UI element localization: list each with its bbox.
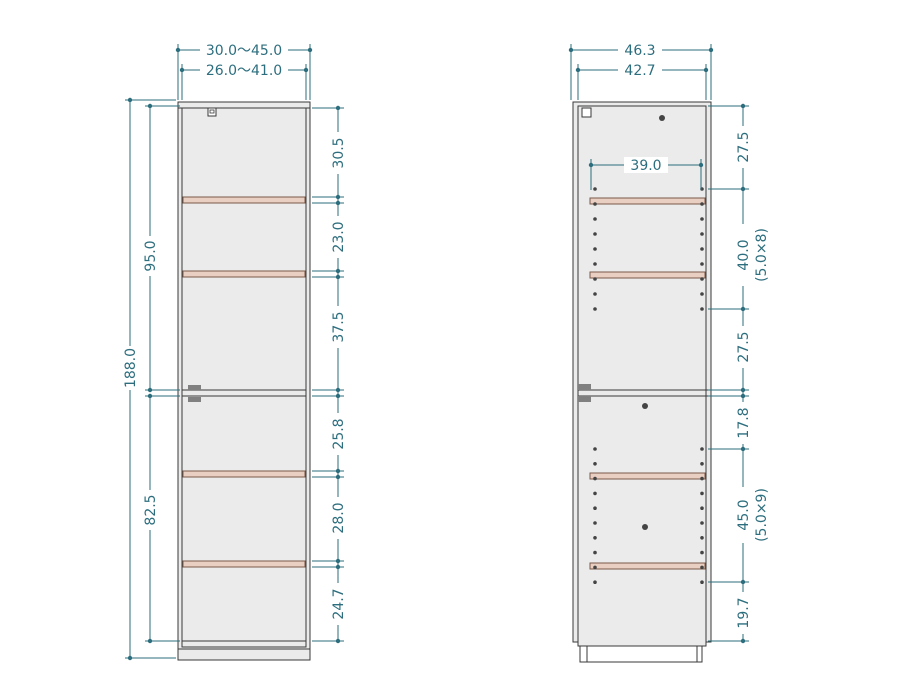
shelf-pin-hole: [593, 536, 597, 540]
front-fixed-middle-shelf: [181, 389, 307, 397]
shelf-pin-hole: [593, 307, 597, 311]
side-vertical-dimensions: 27.5 40.0 (5.0×8) 27.5 17.8 45.0 (5.0×9)…: [708, 103, 770, 644]
side-lower-top-label: 17.8: [736, 407, 752, 438]
side-hinge-lower: [578, 396, 591, 402]
shelf-pin-hole: [593, 476, 597, 481]
front-compartment-5-label: 28.0: [331, 502, 347, 533]
shelf-pin-hole: [593, 292, 597, 296]
front-hinge-lower: [188, 397, 201, 402]
side-lower-bottom-label: 19.7: [736, 597, 752, 628]
front-top-connector-inner: [209, 109, 215, 114]
side-view: 46.3 42.7 39.0: [568, 42, 770, 663]
side-upper-top-label: 27.5: [736, 131, 752, 162]
side-lower-adjust-label: 45.0: [736, 499, 752, 530]
shelf-pin-hole: [700, 536, 704, 540]
front-top-connector: [207, 107, 217, 117]
side-inner-depth-dimension: 42.7: [575, 62, 709, 100]
shelf-pin-hole: [593, 521, 597, 525]
shelf-pin-hole: [593, 491, 597, 496]
shelf-pin-hole: [700, 506, 704, 511]
shelf-pin-hole: [700, 521, 704, 525]
shelf-pin-hole: [593, 550, 597, 555]
side-cam-dot-1: [659, 115, 665, 121]
shelf-pin-hole: [700, 476, 704, 481]
front-compartment-dimensions: 30.5 23.0 37.5 25.8 28.0 24.7: [312, 105, 348, 644]
front-hinge-upper: [188, 385, 201, 390]
front-compartment-2-label: 23.0: [331, 221, 347, 252]
side-pin-span-label: 39.0: [630, 158, 661, 174]
shelf-pin-hole: [700, 580, 704, 584]
shelf-pin-hole: [700, 462, 704, 466]
side-shelf-4: [589, 562, 706, 570]
side-base-plinth: [579, 645, 703, 663]
shelf-pin-hole: [593, 506, 597, 511]
side-outer-depth-dimension: 46.3: [568, 42, 714, 100]
side-cam-dot-2: [642, 403, 648, 409]
side-outer-depth-label: 46.3: [624, 43, 655, 59]
side-shelf-3: [589, 472, 706, 480]
shelf-pin-hole: [593, 247, 597, 251]
front-base-board: [181, 640, 307, 648]
front-shelf-3: [182, 470, 306, 478]
side-shelf-2: [589, 271, 706, 279]
side-shelf-1: [589, 197, 706, 205]
shelf-pin-hole: [593, 462, 597, 466]
side-hinge-upper: [578, 384, 591, 390]
shelf-pin-hole: [700, 202, 704, 206]
shelf-pin-hole: [593, 202, 597, 206]
shelf-pin-hole: [700, 277, 704, 281]
front-compartment-4-label: 25.8: [331, 418, 347, 449]
shelf-pin-hole: [700, 217, 704, 221]
front-inner-width-label: 26.0～41.0: [206, 63, 282, 79]
shelf-pin-hole: [593, 565, 597, 570]
front-outer-width-label: 30.0～45.0: [206, 43, 282, 59]
front-compartment-6-label: 24.7: [331, 588, 347, 619]
front-shelf-2: [182, 270, 306, 278]
side-shelf-pin-holes: [593, 187, 704, 584]
side-pin-span-dimension: 39.0: [588, 157, 704, 190]
shelf-pin-hole: [700, 292, 704, 296]
side-cam-dot-3: [642, 524, 648, 530]
front-inner-width-dimension: 26.0～41.0: [179, 62, 309, 100]
side-cabinet-interior: [577, 105, 707, 647]
shelf-pin-hole: [700, 247, 704, 251]
front-lower-height-label: 82.5: [143, 494, 159, 525]
shelf-pin-hole: [593, 217, 597, 221]
shelf-pin-hole: [593, 187, 597, 191]
front-upper-height-dimension: 95.0: [140, 103, 180, 393]
side-lower-adjust-note: (5.0×9): [754, 488, 770, 542]
shelf-pin-hole: [700, 262, 704, 266]
shelf-pin-hole: [593, 232, 597, 236]
front-view: 30.0～45.0 26.0～41.0 188.0: [120, 42, 348, 661]
shelf-pin-hole: [700, 491, 704, 496]
shelf-pin-hole: [700, 232, 704, 236]
shelf-pin-hole: [593, 277, 597, 281]
shelf-pin-hole: [593, 262, 597, 266]
side-upper-bottom-label: 27.5: [736, 331, 752, 362]
side-upper-adjust-note: (5.0×8): [754, 228, 770, 282]
shelf-pin-hole: [700, 307, 704, 311]
shelf-pin-hole: [700, 447, 704, 451]
side-inner-depth-label: 42.7: [624, 63, 655, 79]
front-lower-height-dimension: 82.5: [140, 393, 180, 644]
side-upper-adjust-label: 40.0: [736, 239, 752, 270]
front-compartment-3-label: 37.5: [331, 311, 347, 342]
shelf-pin-hole: [700, 550, 704, 555]
front-upper-height-label: 95.0: [143, 240, 159, 271]
front-total-height-label: 188.0: [123, 348, 139, 388]
front-total-height-dimension: 188.0: [120, 97, 176, 661]
front-shelf-1: [182, 196, 306, 204]
side-top-connector: [581, 107, 592, 118]
front-compartment-1-label: 30.5: [331, 137, 347, 168]
shelf-pin-hole: [593, 447, 597, 451]
shelf-pin-hole: [700, 565, 704, 570]
front-outer-width-dimension: 30.0～45.0: [175, 42, 313, 100]
shelf-pin-hole: [593, 580, 597, 584]
front-shelf-4: [182, 560, 306, 568]
